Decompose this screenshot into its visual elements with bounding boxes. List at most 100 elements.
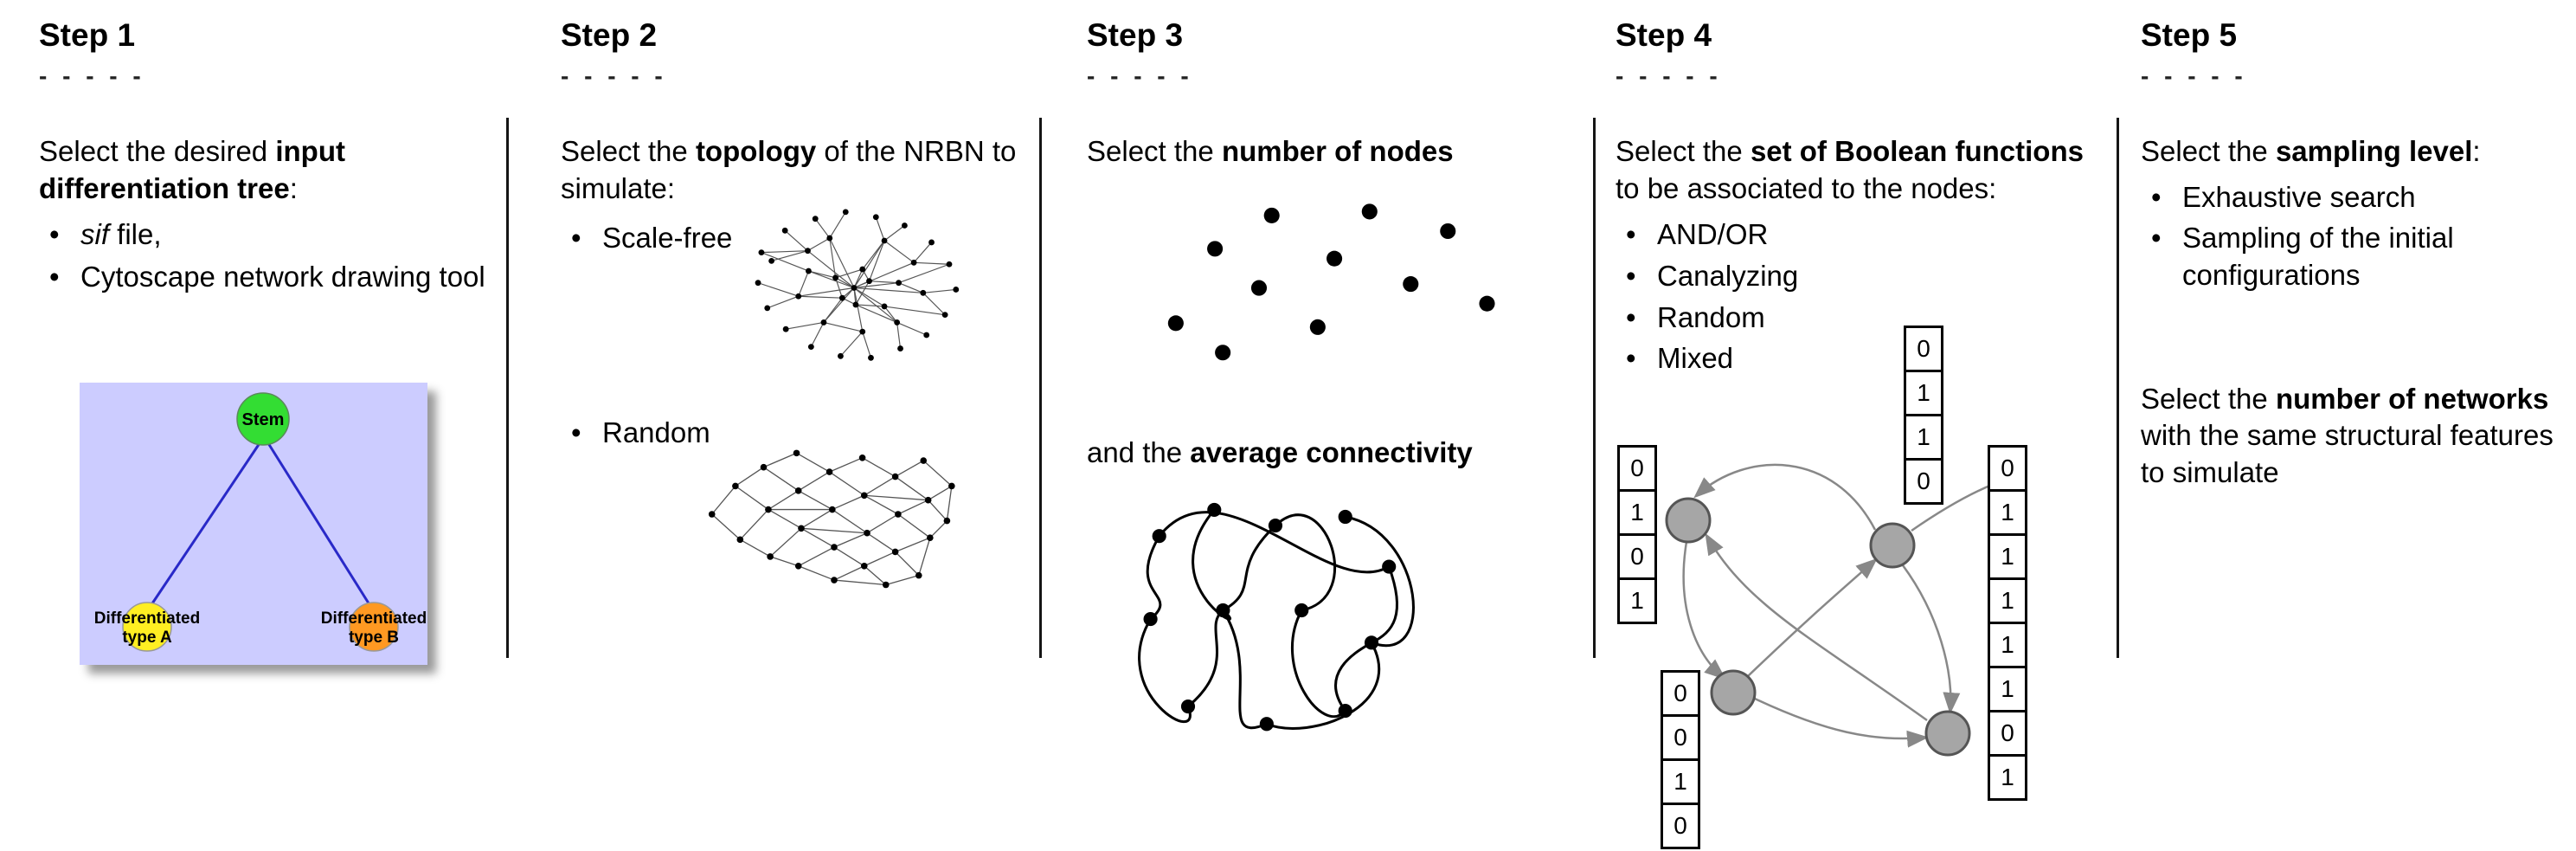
step-2-title: Step 2: [561, 17, 658, 53]
connectivity-graph-graphic: [1096, 474, 1463, 746]
bullet-exhaustive-search-label: Exhaustive search: [2182, 180, 2416, 213]
truth-table-cell: 0: [1661, 803, 1700, 849]
stem-node: [236, 392, 290, 446]
tree-edge-b: [267, 442, 372, 607]
type-b-label-line2: type B: [349, 629, 399, 647]
step-3-dashes: - - - - -: [1087, 62, 1193, 89]
tree-edge-a: [149, 442, 261, 607]
step-5-intro-pre: Select the: [2141, 135, 2276, 167]
truth-table-cell: 0: [1617, 445, 1657, 492]
step-4-intro-pre: Select the: [1616, 135, 1751, 167]
bullet-scale-free: Scale-free: [561, 220, 1041, 257]
step-5-title: Step 5: [2141, 17, 2238, 53]
step-3-connectivity-bold: average connectivity: [1190, 436, 1473, 468]
step-2-intro-post: of the NRBN to simulate:: [561, 135, 1017, 204]
step-3-intro: Select the number of nodes: [1087, 133, 1595, 171]
truth-table-cell: 0: [1661, 714, 1700, 761]
step-5-bullets: Exhaustive search Sampling of the initia…: [2141, 179, 2576, 294]
truth-table-cell: 1: [1904, 370, 1943, 416]
truth-table-cell: 1: [1988, 666, 2027, 712]
type-a-label-line1: Differentiated: [94, 609, 200, 628]
step-1-title: Step 1: [39, 17, 136, 53]
differentiation-tree-graphic: Stem Differentiated type A Differentiate…: [80, 383, 427, 665]
truth-table-cell: 0: [1904, 326, 1943, 372]
step-2-intro-pre: Select the: [561, 135, 696, 167]
truth-table-cell: 0: [1661, 670, 1700, 717]
scale-free-network-svg: [755, 209, 960, 361]
sif-italic: sif: [80, 217, 109, 250]
truth-table-cell: 1: [1617, 489, 1657, 536]
bullet-random-functions: Random: [1616, 300, 2118, 337]
bullet-and-or: AND/OR: [1616, 216, 2118, 254]
bullet-cytoscape-label: Cytoscape network drawing tool: [80, 260, 485, 293]
truth-table-cell: 1: [1904, 414, 1943, 461]
step-1-intro: Select the desired input differentiation…: [39, 133, 507, 208]
truth-table-cell: 0: [1617, 533, 1657, 580]
bullet-sampling-initial: Sampling of the initial configurations: [2141, 220, 2576, 294]
step-1-intro-bold: input differentiation tree: [39, 135, 345, 204]
truth-table-cell: 0: [1988, 710, 2027, 757]
step-3-connectivity-pre: and the: [1087, 436, 1191, 468]
boolean-network-svg: [1665, 463, 2013, 757]
random-network-svg: [708, 449, 955, 589]
type-a-node: [122, 602, 172, 652]
step-5-intro-post: :: [2472, 135, 2481, 167]
truth-table-bottom: 0 0 1 0: [1661, 670, 1700, 849]
bullet-canalyzing: Canalyzing: [1616, 258, 2118, 295]
step-2-bullets: Scale-free Random: [561, 220, 1041, 452]
stem-label: Stem: [242, 410, 285, 429]
bullet-mixed: Mixed: [1616, 340, 2118, 377]
random-network-graphic: [693, 422, 975, 606]
step-4-intro: Select the set of Boolean functions to b…: [1616, 133, 2118, 208]
truth-table-cell: 1: [1988, 533, 2027, 580]
type-a-label-line2: type A: [122, 629, 172, 647]
bullet-sampling-initial-label: Sampling of the initial configurations: [2182, 221, 2454, 291]
column-divider: [1593, 118, 1596, 658]
step-5-intro: Select the sampling level:: [2141, 133, 2576, 171]
truth-table-cell: 1: [1988, 754, 2027, 801]
step-1-column: Step 1 - - - - - Select the desired inpu…: [0, 0, 507, 851]
step-5-networks-text: Select the number of networks with the s…: [2141, 381, 2576, 493]
step-3-intro-pre: Select the: [1087, 135, 1222, 167]
column-divider: [1039, 118, 1042, 658]
nodes-dots-svg: [1167, 203, 1495, 361]
truth-table-cell: 1: [1617, 577, 1657, 624]
step-5-networks-pre: Select the: [2141, 382, 2276, 415]
step-1-intro-pre: Select the desired: [39, 135, 276, 167]
step-4-dashes: - - - - -: [1616, 62, 1722, 89]
step-4-bullets: AND/OR Canalyzing Random Mixed: [1616, 216, 2118, 378]
step-4-intro-post: to be associated to the nodes:: [1616, 171, 1997, 204]
truth-table-cell: 1: [1988, 577, 2027, 624]
bullet-scale-free-label: Scale-free: [602, 221, 733, 254]
truth-table-top: 0 1 1 0: [1904, 326, 1943, 505]
truth-table-cell: 1: [1988, 622, 2027, 668]
step-5-networks-bold: number of networks: [2275, 382, 2549, 415]
bullet-sif-file-label: file,: [109, 217, 162, 250]
truth-table-cell: 0: [1988, 445, 2027, 492]
step-1-bullets: sif file, Cytoscape network drawing tool: [39, 216, 507, 296]
bullet-random-label: Random: [602, 416, 710, 448]
truth-table-cell: 1: [1661, 758, 1700, 805]
step-4-intro-bold: set of Boolean functions: [1750, 135, 2084, 167]
column-divider: [2117, 118, 2119, 658]
truth-table-cell: 1: [1988, 489, 2027, 536]
step-4-title: Step 4: [1616, 17, 1712, 53]
step-2-intro-bold: topology: [695, 135, 817, 167]
bullet-mixed-label: Mixed: [1657, 342, 1734, 375]
bullet-canalyzing-label: Canalyzing: [1657, 259, 1799, 292]
scale-free-network-graphic: [728, 186, 980, 390]
step-5-dashes: - - - - -: [2141, 62, 2247, 89]
step-3-connectivity-text: and the average connectivity: [1087, 435, 1473, 472]
truth-table-cell: 0: [1904, 458, 1943, 505]
truth-table-right: 0 1 1 1 1 1 0 1: [1988, 445, 2027, 801]
step-1-dashes: - - - - -: [39, 62, 145, 89]
step-2-intro: Select the topology of the NRBN to simul…: [561, 133, 1041, 208]
step-4-column: Step 4 - - - - - Select the set of Boole…: [1595, 0, 2118, 851]
step-5-networks-post: with the same structural features to sim…: [2141, 419, 2554, 489]
bullet-and-or-label: AND/OR: [1657, 217, 1769, 250]
bullet-random-functions-label: Random: [1657, 300, 1765, 333]
boolean-functions-graphic: 0 1 0 1 0 1 1 0 0 1 1 1 1 1 0 1: [1617, 320, 2085, 851]
nodes-dots-graphic: [1117, 192, 1528, 390]
type-b-label-line1: Differentiated: [321, 609, 427, 628]
